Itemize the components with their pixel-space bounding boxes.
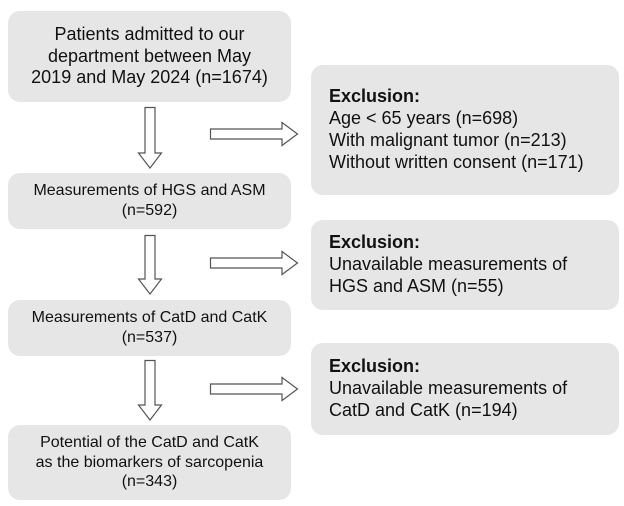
step-box-biomarkers: Potential of the CatD and CatK as the bi… bbox=[8, 425, 291, 500]
right-arrow-icon bbox=[209, 250, 299, 276]
step-box-hgs-asm: Measurements of HGS and ASM (n=592) bbox=[8, 173, 291, 229]
step-text: (n=592) bbox=[121, 202, 178, 219]
step-text: (n=537) bbox=[121, 329, 178, 346]
exclusion-box-3: Exclusion: Unavailable measurements of C… bbox=[311, 343, 619, 435]
step-text: Potential of the CatD and CatK bbox=[40, 434, 259, 452]
exclusion-heading: Exclusion: bbox=[329, 232, 421, 253]
step-text: Measurements of HGS and ASM bbox=[33, 182, 266, 200]
down-arrow-icon bbox=[137, 359, 163, 421]
exclusion-text: Age < 65 years (n=698) bbox=[329, 108, 519, 129]
step-text: Measurements of CatD and CatK bbox=[31, 309, 268, 327]
exclusion-text: Unavailable measurements of bbox=[329, 254, 568, 275]
right-arrow-icon bbox=[209, 376, 299, 402]
step-text: Patients admitted to our bbox=[54, 23, 245, 44]
right-arrow-icon bbox=[209, 121, 299, 147]
step-text: department between May bbox=[47, 45, 252, 66]
exclusion-box-1: Exclusion: Age < 65 years (n=698) With m… bbox=[311, 65, 619, 195]
exclusion-heading: Exclusion: bbox=[329, 356, 421, 377]
step-text: 2019 and May 2024 (n=1674) bbox=[31, 67, 268, 88]
exclusion-heading: Exclusion: bbox=[329, 86, 421, 107]
exclusion-text: HGS and ASM (n=55) bbox=[329, 275, 504, 296]
step-text: (n=343) bbox=[121, 473, 178, 491]
down-arrow-icon bbox=[137, 234, 163, 295]
step-text: as the biomarkers of sarcopenia bbox=[35, 453, 264, 471]
exclusion-text: With malignant tumor (n=213) bbox=[329, 130, 567, 150]
exclusion-text: Without written consent (n=171) bbox=[329, 151, 584, 172]
exclusion-text: Unavailable measurements of bbox=[329, 378, 568, 399]
down-arrow-icon bbox=[137, 106, 163, 169]
exclusion-text: CatD and CatK (n=194) bbox=[329, 399, 518, 420]
step-box-admitted: Patients admitted to our department betw… bbox=[8, 11, 291, 102]
exclusion-box-2: Exclusion: Unavailable measurements of H… bbox=[311, 220, 619, 310]
step-box-catd-catk: Measurements of CatD and CatK (n=537) bbox=[8, 300, 291, 356]
